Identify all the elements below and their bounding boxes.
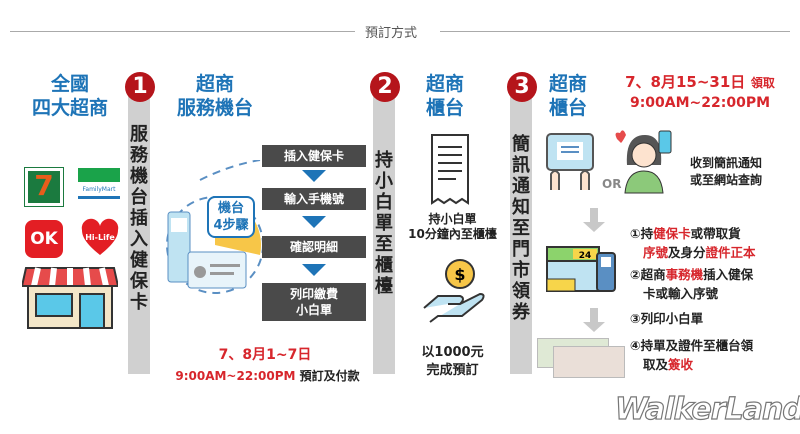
step2-heading-line2: 櫃台 [425,97,464,119]
step3-heading-line2: 櫃台 [548,97,587,119]
step1-action: 預訂及付款 [299,369,360,383]
step3-notify-line1: 收到簡訊通知 [690,156,763,170]
step3-notify-line2: 或至網站查詢 [690,173,763,187]
step3-number: 3 [507,72,537,102]
badge-line1: 機台 [217,201,244,216]
machine-4steps-badge: 機台 4步驟 [207,196,255,238]
instruction-line: ②超商事務機插入健保 [630,265,753,284]
instruction-text: ④持單及證件至櫃台領 [630,338,754,353]
store-sign-text: 24 [579,251,592,261]
step3-heading-line1: 超商 [548,73,587,95]
familymart-logo: FamilyMart [78,168,120,206]
step-insert-card: 插入健保卡 [262,145,366,167]
step1-vertical-label: 服務機台插入健保卡 [127,124,148,313]
step2-vertical-label: 持小白單至櫃檯 [372,150,393,297]
instruction-text: 插入健保 [703,267,754,282]
store-icon [20,264,120,330]
instruction-text: ①持 [630,226,654,241]
step3-date-suffix: 領取 [750,76,775,90]
instruction-text: 卡或輸入序號 [643,286,719,301]
step3-bar [510,82,532,374]
step3-date-line: 7、8月15~31日 領取 [615,72,785,93]
voucher-image [537,338,629,378]
instruction-text: 或帶取貨 [690,226,741,241]
seven-eleven-logo: 7 [24,167,64,207]
step2-number: 2 [370,72,400,102]
or-label: OR [602,177,622,191]
step1-time-range: 9:00AM~22:00PM [175,369,296,383]
instruction-text: ②超商 [630,267,666,282]
gray-down-arrow-icon [583,208,605,232]
step2-heading: 超商 櫃台 [415,72,475,120]
instruction-line: 卡或輸入序號 [630,284,753,303]
step3-notify: 收到簡訊通知或至網站查詢 [690,155,762,189]
page-title: 預訂方式 [365,26,418,41]
stores-heading: 全國 四大超商 [20,72,120,120]
ok-mart-logo: OK [25,220,63,258]
instruction-line: 取及簽收 [630,355,753,374]
down-arrow-icon [302,216,326,228]
receipt-icon [430,133,470,205]
down-arrow-icon [302,264,326,276]
svg-text:$: $ [454,265,465,284]
highlight-text: 健保卡 [653,226,691,241]
watermark: WalkerLand [614,391,800,427]
pickup-instruction: ③列印小白單 [630,309,703,328]
woman-phone-icon [615,125,675,195]
step-confirm-details: 確認明細 [262,236,366,258]
step-enter-phone: 輸入手機號 [262,188,366,210]
instruction-line: 序號及身分證件正本 [630,243,756,262]
step-print-line2: 小白單 [295,303,332,317]
highlight-text: 序號 [643,245,669,260]
step2-heading-line1: 超商 [425,73,464,95]
step1-heading-line2: 服務機台 [176,97,253,119]
step3-heading: 超商 櫃台 [543,72,593,120]
highlight-text: 證件正本 [705,245,756,260]
hilife-logo: Hi-Life [80,218,120,258]
computer-typing-icon [545,132,595,192]
pickup-instruction: ④持單及證件至櫃台領取及簽收 [630,336,753,374]
convenience-store-icon: 24 [545,245,617,293]
pickup-instruction: ①持健保卡或帶取貨序號及身分證件正本 [630,224,756,262]
title-line-left [10,31,355,32]
stores-heading-line2: 四大超商 [31,97,108,119]
instruction-line: ③列印小白單 [630,309,703,328]
highlight-text: 簽收 [668,357,694,372]
step1-date: 7、8月1~7日 [218,347,312,363]
step2-payment: 以1000元完成預訂 [405,344,500,380]
step-print-receipt: 列印繳費小白單 [262,283,366,321]
stores-heading-line1: 全國 [50,73,89,95]
instruction-text: 及身分 [668,245,706,260]
step3-date: 7、8月15~31日 領取 9:00AM~22:00PM [615,72,785,113]
pickup-instruction: ②超商事務機插入健保卡或輸入序號 [630,265,753,303]
step2-note-line2: 10分鐘內至櫃檯 [408,227,497,241]
step3-vertical-label: 簡訊通知至門市領券 [509,134,530,323]
step1-bar [128,82,150,374]
step2-note-line1: 持小白單 [428,212,477,226]
step-print-line1: 列印繳費 [289,287,338,301]
step2-payment-line2: 完成預訂 [426,363,479,378]
step1-number: 1 [125,72,155,102]
instruction-text: 取及 [643,357,669,372]
step3-date-range: 7、8月15~31日 [625,73,746,91]
down-arrow-icon [302,170,326,182]
instruction-line: ④持單及證件至櫃台領 [630,336,753,355]
highlight-text: 事務機 [665,267,704,282]
step2-bar [373,82,395,374]
gray-down-arrow-icon [583,308,605,332]
instruction-line: ①持健保卡或帶取貨 [630,224,756,243]
coin-hand-icon: $ [420,258,490,324]
step1-heading-line1: 超商 [195,73,234,95]
step1-time: 9:00AM~22:00PM 預訂及付款 [155,367,380,384]
step3-time: 9:00AM~22:00PM [629,95,771,111]
title-line-right [440,31,790,32]
step2-payment-line1: 以1000元 [421,345,484,360]
badge-line2: 4步驟 [213,218,249,233]
step1-heading: 超商 服務機台 [160,72,270,120]
kiosk-illustration [160,159,265,310]
instruction-text: ③列印小白單 [630,311,704,326]
svg-text:Hi-Life: Hi-Life [85,233,115,242]
